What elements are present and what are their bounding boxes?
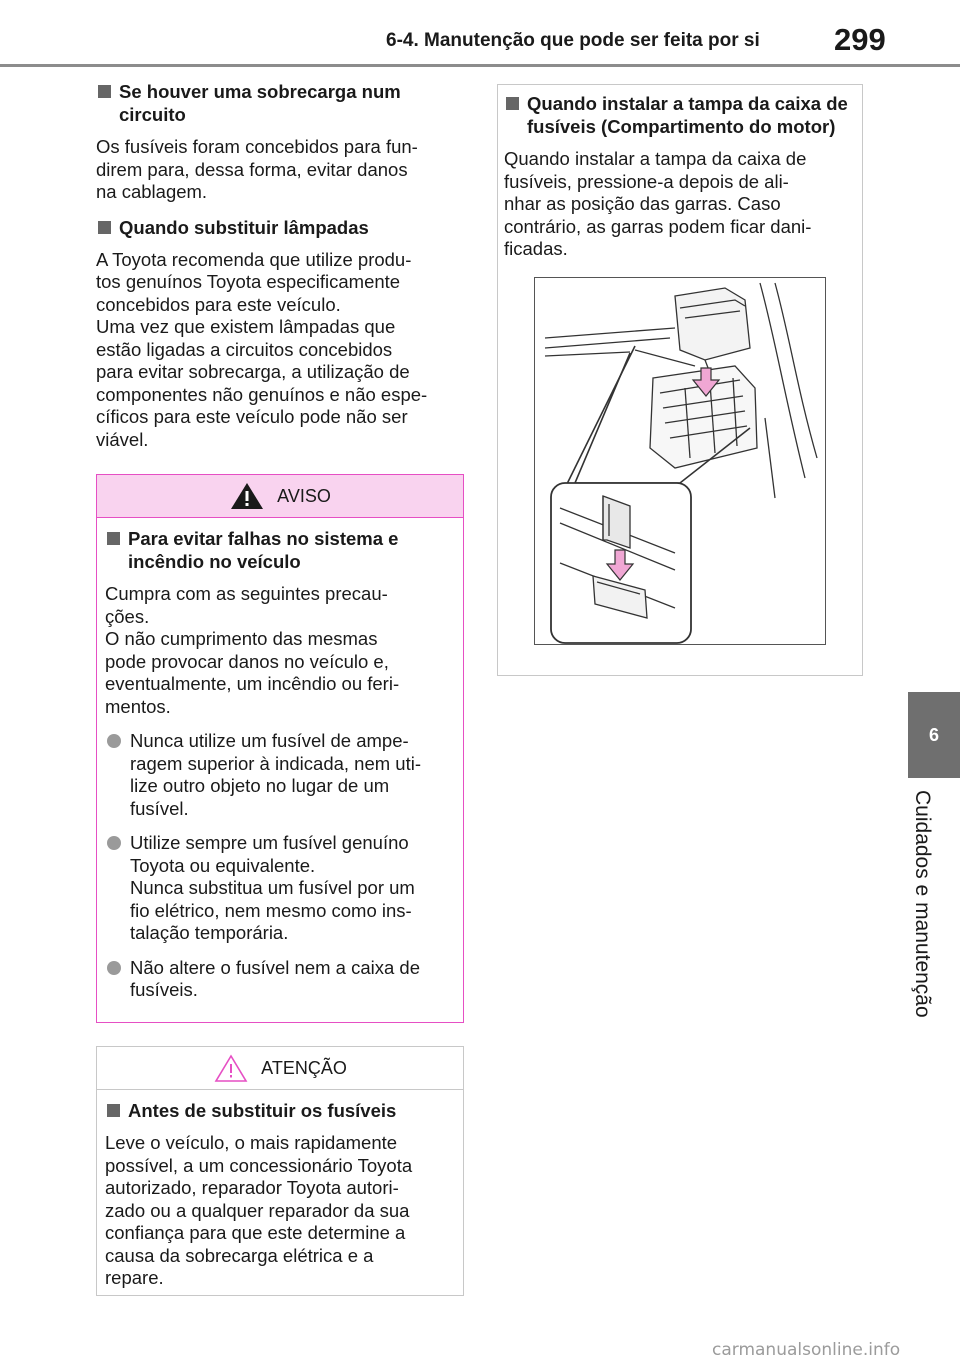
- warning-box: AVISO Para evitar falhas no sistema e in…: [96, 474, 464, 1023]
- page-header: 6-4. Manutenção que pode ser feita por s…: [0, 0, 960, 67]
- round-bullet-icon: [107, 836, 121, 850]
- warning-subheading: Para evitar falhas no sistema e incêndio…: [105, 527, 455, 573]
- list-item-text: Utilize sempre um fusível genuíno Toyota…: [130, 832, 415, 943]
- caution-triangle-icon: [214, 1054, 248, 1082]
- warning-title: AVISO: [277, 485, 331, 506]
- chapter-tab[interactable]: 6: [908, 692, 960, 778]
- watermark-text: carmanualsonline.info: [712, 1340, 901, 1360]
- caution-text: Leve o veículo, o mais rapidamente possí…: [105, 1132, 413, 1288]
- caution-header: ATENÇÃO: [97, 1047, 463, 1090]
- caution-box: ATENÇÃO Antes de substituir os fusíveis …: [96, 1046, 464, 1296]
- fuse-cover-text: Quando instalar a tampa da caixa de fusí…: [504, 148, 812, 259]
- fuse-cover-box: Quando instalar a tampa da caixa de fusí…: [497, 84, 863, 676]
- paragraph-overload: Os fusíveis foram concebidos para fun- d…: [96, 136, 418, 202]
- square-bullet-icon: [107, 532, 120, 545]
- fuse-cover-subheading-text: Quando instalar a tampa da caixa de fusí…: [527, 93, 848, 137]
- list-item: Nunca utilize um fusível de ampe- ragem …: [105, 730, 455, 820]
- caution-subheading-text: Antes de substituir os fusíveis: [128, 1100, 397, 1121]
- paragraph-bulbs: A Toyota recomenda que utilize produ- to…: [96, 248, 428, 450]
- caution-title: ATENÇÃO: [261, 1057, 347, 1078]
- fuse-cover-subheading: Quando instalar a tampa da caixa de fusí…: [504, 92, 856, 138]
- page-number: 299: [834, 22, 886, 57]
- warning-intro: Cumpra com as seguintes precau- ções. O …: [105, 583, 400, 717]
- round-bullet-icon: [107, 960, 121, 975]
- warning-header: AVISO: [97, 475, 463, 518]
- subheading-overload: Se houver uma sobrecarga num circuito: [96, 80, 468, 126]
- subheading-bulbs: Quando substituir lâmpadas: [96, 216, 468, 239]
- warning-triangle-icon: [231, 483, 264, 509]
- fuse-box-illustration: [534, 276, 826, 645]
- fuse-box-drawing: [544, 282, 818, 644]
- square-bullet-icon: [98, 85, 111, 98]
- subheading-bulbs-text: Quando substituir lâmpadas: [119, 216, 369, 238]
- left-column: Se houver uma sobrecarga num circuito Os…: [96, 80, 468, 463]
- subheading-overload-text: Se houver uma sobrecarga num circuito: [119, 81, 401, 125]
- list-item: Utilize sempre um fusível genuíno Toyota…: [105, 832, 455, 945]
- caution-subheading: Antes de substituir os fusíveis: [105, 1099, 455, 1122]
- chapter-label: Cuidados e manutenção: [911, 790, 934, 1018]
- list-item-text: Nunca utilize um fusível de ampe- ragem …: [130, 730, 422, 819]
- header-divider: [0, 64, 960, 67]
- list-item-text: Não altere o fusível nem a caixa de fusí…: [130, 956, 420, 1001]
- square-bullet-icon: [98, 220, 111, 234]
- list-item: Não altere o fusível nem a caixa de fusí…: [105, 957, 455, 1002]
- round-bullet-icon: [107, 734, 121, 748]
- square-bullet-icon: [506, 97, 519, 110]
- section-title: 6-4. Manutenção que pode ser feita por s…: [386, 30, 760, 51]
- square-bullet-icon: [107, 1104, 120, 1117]
- warning-subheading-text: Para evitar falhas no sistema e incêndio…: [128, 528, 399, 572]
